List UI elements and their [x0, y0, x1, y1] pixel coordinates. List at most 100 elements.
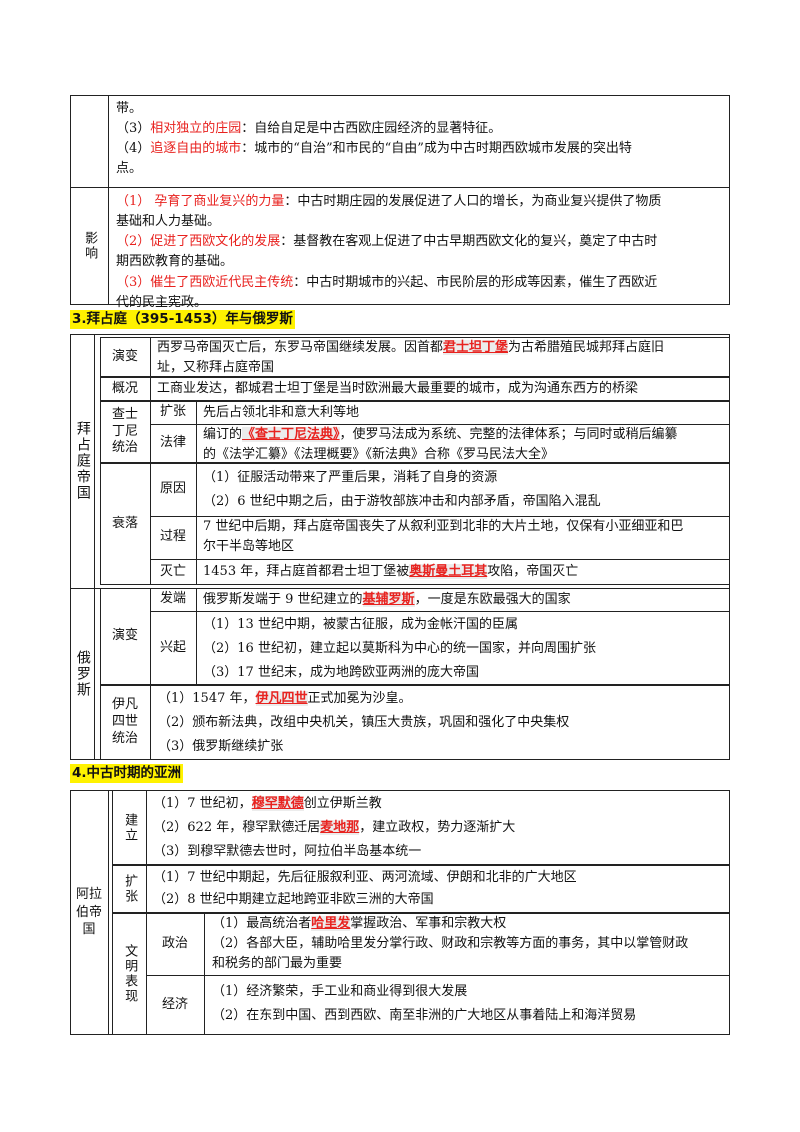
overview-cell: 工商业发达，都城君士坦丁堡是当时欧洲最大最重要的城市，成为沟通东西方的桥梁 [157, 381, 639, 396]
expansion-item: （1）7 世纪中期起，先后征服叙利亚、两河流域、伊朗和北非的广大地区 [153, 870, 577, 885]
decline-label: 衰落 [111, 515, 138, 531]
ivan-item: （2）颁布新法典，改组中央机关，镇压大贵族，巩固和强化了中央集权 [158, 715, 570, 730]
economy-label: 经济 [161, 996, 188, 1012]
column-divider [150, 685, 151, 760]
text-line: 的《法学汇纂》《法理概要》《新法典》合称《罗马民法大全》 [203, 447, 555, 463]
rise-item: （1）13 世纪中期，被蒙古征服，成为金帐汗国的臣属 [203, 617, 518, 632]
text-line: 攻陷，帝国灭亡 [487, 564, 579, 579]
key-term: 穆罕默德 [251, 796, 304, 811]
text-line: 和税务的部门最为重要 [212, 956, 343, 971]
highlight-term: 催生了西欧近代民主传统 [150, 274, 294, 290]
ivan-label-text: 伊凡四世统治 [111, 697, 138, 746]
text-line: （1）7 世纪初， [153, 796, 252, 811]
column-divider [146, 865, 147, 913]
text-line: 基础和人力基础。 [116, 214, 221, 230]
rise-label: 兴起 [159, 639, 186, 655]
origin-cell: 俄罗斯发端于 9 世纪建立的基辅罗斯，一度是东欧最强大的国家 [203, 590, 727, 610]
ivan-item: （3）俄罗斯继续扩张 [158, 739, 284, 754]
highlight-term: 相对独立的庄园 [150, 121, 242, 137]
russia-evolve-block [100, 588, 730, 685]
influence-label: 影响 [82, 231, 98, 261]
key-term: 《查士丁尼法典》 [242, 427, 340, 442]
column-divider [196, 401, 197, 463]
expansion-block [112, 865, 730, 913]
evolve-cell: 西罗马帝国灭亡后，东罗马帝国继续发展。因首都君士坦丁堡为古希腊殖民城邦拜占庭旧 … [157, 338, 727, 378]
text-line: 俄罗斯发端于 9 世纪建立的 [203, 592, 363, 607]
text-line: 7 世纪中后期，拜占庭帝国丧失了从叙利亚到北非的大片土地，仅保有小亚细亚和巴 [203, 519, 684, 534]
features-cell: 带。 （3）相对独立的庄园：自给自足是中古西欧庄园经济的显著特征。 （4）追逐自… [116, 99, 724, 180]
column-divider [108, 790, 109, 1035]
russia-label: 俄罗斯 [74, 650, 91, 698]
item-number: （3） [116, 121, 151, 137]
text-line: 编订的 [203, 427, 243, 442]
column-divider [150, 401, 151, 463]
key-term: 伊凡四世 [255, 691, 308, 706]
expand-label: 扩张 [159, 404, 186, 420]
text-line: （2）622 年，穆罕默德迁居 [153, 820, 321, 835]
text-line: ：中古时期城市的兴起、市民阶层的形成等因素，催生了西欧近 [293, 274, 658, 290]
continuation-table [70, 95, 730, 305]
expand-cell: 先后占领北非和意大利等地 [203, 405, 360, 420]
text-line: 为古希腊殖民城邦拜占庭旧 [508, 340, 665, 355]
rise-item: （2）16 世纪初，建立起以莫斯科为中心的统一国家，并向周围扩张 [203, 641, 596, 656]
table-row-divider [150, 516, 730, 517]
text-line: ：城市的“自治”和市民的“自由”成为中古时期西欧城市发展的突出特 [241, 141, 632, 157]
key-term: 哈里发 [311, 916, 351, 931]
highlight-term: 促进了西欧文化的发展 [150, 234, 281, 250]
law-label: 法律 [159, 435, 186, 451]
text-line: ：自给自足是中古西欧庄园经济的显著特征。 [241, 121, 502, 137]
column-divider [150, 377, 151, 401]
text-line: （1）最高统治者 [212, 916, 312, 931]
fall-cell: 1453 年，拜占庭首都君士坦丁堡被奥斯曼土耳其攻陷，帝国灭亡 [203, 562, 727, 582]
economy-item: （2）在东到中国、西到西欧、南至非洲的广大地区从事着陆上和海洋贸易 [212, 1008, 637, 1023]
key-term: 奥斯曼土耳其 [409, 564, 488, 579]
fall-label: 灭亡 [159, 563, 186, 579]
overview-row [100, 377, 730, 401]
ivan-label: 伊凡四世统治 [100, 685, 150, 760]
table-row-divider [150, 424, 730, 425]
cause-item: （1）征服活动带来了严重后果，消耗了自身的资源 [203, 470, 498, 485]
justinian-label: 查士丁尼统治 [100, 401, 150, 463]
text-line: 西罗马帝国灭亡后，东罗马帝国继续发展。因首都 [157, 340, 444, 355]
expansion-label: 扩张 [122, 874, 138, 904]
highlight-term: 孕育了商业复兴的力量 [150, 194, 285, 209]
section-heading: 4.中古时期的亚洲 [70, 764, 184, 783]
process-cell: 7 世纪中后期，拜占庭帝国丧失了从叙利亚到北非的大片土地，仅保有小亚细亚和巴 尔… [203, 517, 727, 557]
cause-cell: （1）征服活动带来了严重后果，消耗了自身的资源 （2）6 世纪中期之后，由于游牧… [203, 466, 727, 514]
influence-cell: （1） 孕育了商业复兴的力量：中古时期庄园的发展促进了人口的增长，为商业复兴提供… [116, 192, 724, 313]
justinian-block [100, 401, 730, 463]
highlight-term: 追逐自由的城市 [150, 141, 242, 157]
key-term: 基辅罗斯 [362, 592, 415, 607]
table-row-divider [146, 975, 730, 976]
text-line: 掌握政治、军事和宗教大权 [350, 916, 507, 931]
table-row-divider [150, 611, 730, 612]
text-line: ，建立政权，势力逐渐扩大 [359, 820, 516, 835]
arab-label-text: 阿拉伯帝国 [75, 887, 102, 938]
decline-block [100, 463, 730, 585]
politics-label: 政治 [161, 935, 188, 951]
text-line: 代的民主宪政。 [116, 294, 208, 310]
text-line: 址，又称拜占庭帝国 [157, 360, 275, 376]
found-label: 建立 [122, 812, 138, 843]
cause-item: （2）6 世纪中期之后，由于游牧部族冲击和内部矛盾，帝国陷入混乱 [203, 494, 601, 509]
text-line: 点。 [116, 161, 143, 177]
ivan-cell: （1）1547 年，伊凡四世正式加冕为沙皇。 （2）颁布新法典，改组中央机关，镇… [158, 687, 728, 759]
table-row-divider [70, 187, 730, 188]
economy-cell: （1）经济繁荣，手工业和商业得到很大发展 （2）在东到中国、西到西欧、南至非洲的… [212, 980, 728, 1028]
russia-evolve-label: 演变 [111, 628, 138, 644]
column-divider [94, 334, 95, 760]
overview-label: 概况 [111, 380, 138, 396]
text-line: ：基督教在客观上促进了中古早期西欧文化的复兴，奠定了中古时 [280, 234, 658, 250]
civilization-label: 文明表现 [122, 944, 138, 1004]
key-term: 麦地那 [320, 820, 360, 835]
law-cell: 编订的《查士丁尼法典》，使罗马法成为系统、完整的法律体系；与同时或稍后编纂 的《… [203, 425, 727, 465]
expansion-cell: （1）7 世纪中期起，先后征服叙利亚、两河流域、伊朗和北非的广大地区 （2）8 … [153, 867, 728, 911]
text-line: 尔干半岛等地区 [203, 539, 295, 555]
origin-label: 发端 [159, 591, 186, 607]
rise-item: （3）17 世纪末，成为地跨欧亚两洲的庞大帝国 [203, 665, 479, 680]
column-divider [204, 913, 205, 1035]
key-term: 君士坦丁堡 [443, 340, 509, 355]
item-number: （1） [116, 194, 151, 209]
column-divider [150, 588, 151, 685]
politics-cell: （1）最高统治者哈里发掌握政治、军事和宗教大权 （2）各部大臣，辅助哈里发分掌行… [212, 914, 728, 974]
